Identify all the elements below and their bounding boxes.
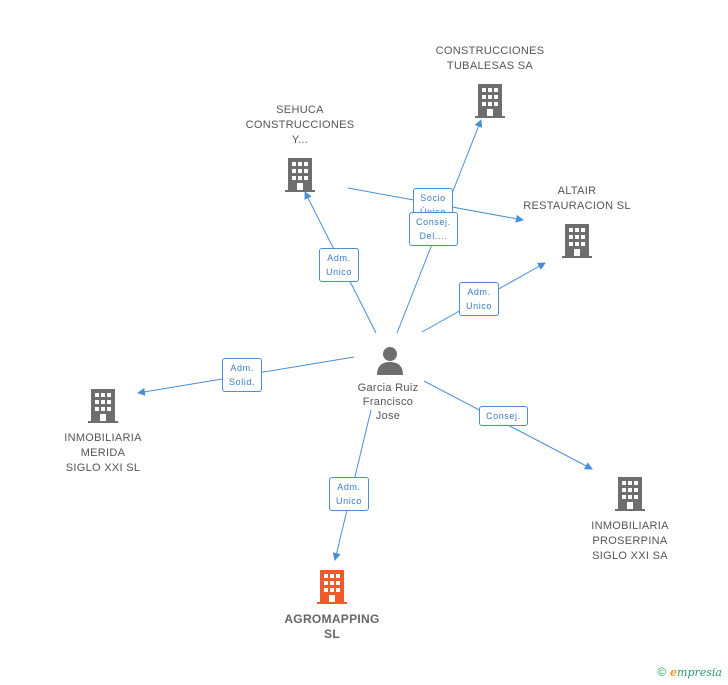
company-altair[interactable]: ALTAIR RESTAURACION SL	[523, 185, 630, 258]
company-agromapping[interactable]: AGROMAPPING SL	[284, 570, 379, 641]
building-icon	[88, 389, 118, 423]
footer-brand: © empresia	[657, 665, 722, 679]
company-label: ALTAIR RESTAURACION SL	[523, 185, 631, 212]
company-merida[interactable]: INMOBILIARIA MERIDA SIGLO XXI SL	[64, 389, 141, 474]
building-icon	[475, 84, 505, 118]
company-label: AGROMAPPING SL	[284, 612, 380, 641]
relation-label-altair[interactable]: Adm. Unico	[459, 282, 500, 316]
building-icon	[562, 224, 592, 258]
person-name: Garcia Ruiz Francisco Jose	[357, 382, 419, 422]
building-icon	[285, 158, 315, 192]
relation-label-proserpina[interactable]: Consej.	[479, 406, 528, 426]
company-proserpina[interactable]: INMOBILIARIA PROSERPINA SIGLO XXI SA	[591, 477, 668, 562]
person-icon	[377, 347, 403, 375]
company-sehuca[interactable]: SEHUCA CONSTRUCCIONES Y...	[246, 104, 354, 192]
building-icon	[615, 477, 645, 511]
company-construcciones[interactable]: CONSTRUCCIONES TUBALESAS SA	[436, 45, 544, 118]
company-label: INMOBILIARIA PROSERPINA SIGLO XXI SA	[591, 520, 669, 562]
relation-label-consej-del[interactable]: Consej. Del....	[409, 212, 458, 246]
company-label: CONSTRUCCIONES TUBALESAS SA	[435, 45, 545, 72]
brand-logo[interactable]: empresia	[670, 665, 722, 679]
relation-label-merida[interactable]: Adm. Solid.	[222, 358, 263, 392]
copyright-icon: ©	[657, 665, 667, 679]
company-label: INMOBILIARIA MERIDA SIGLO XXI SL	[64, 432, 142, 474]
company-label: SEHUCA CONSTRUCCIONES Y...	[245, 104, 355, 146]
relation-label-agromapping[interactable]: Adm. Unico	[329, 477, 370, 511]
building-icon-highlighted	[317, 570, 347, 604]
person-node[interactable]	[375, 345, 405, 375]
relation-label-sehuca[interactable]: Adm. Unico	[319, 248, 360, 282]
